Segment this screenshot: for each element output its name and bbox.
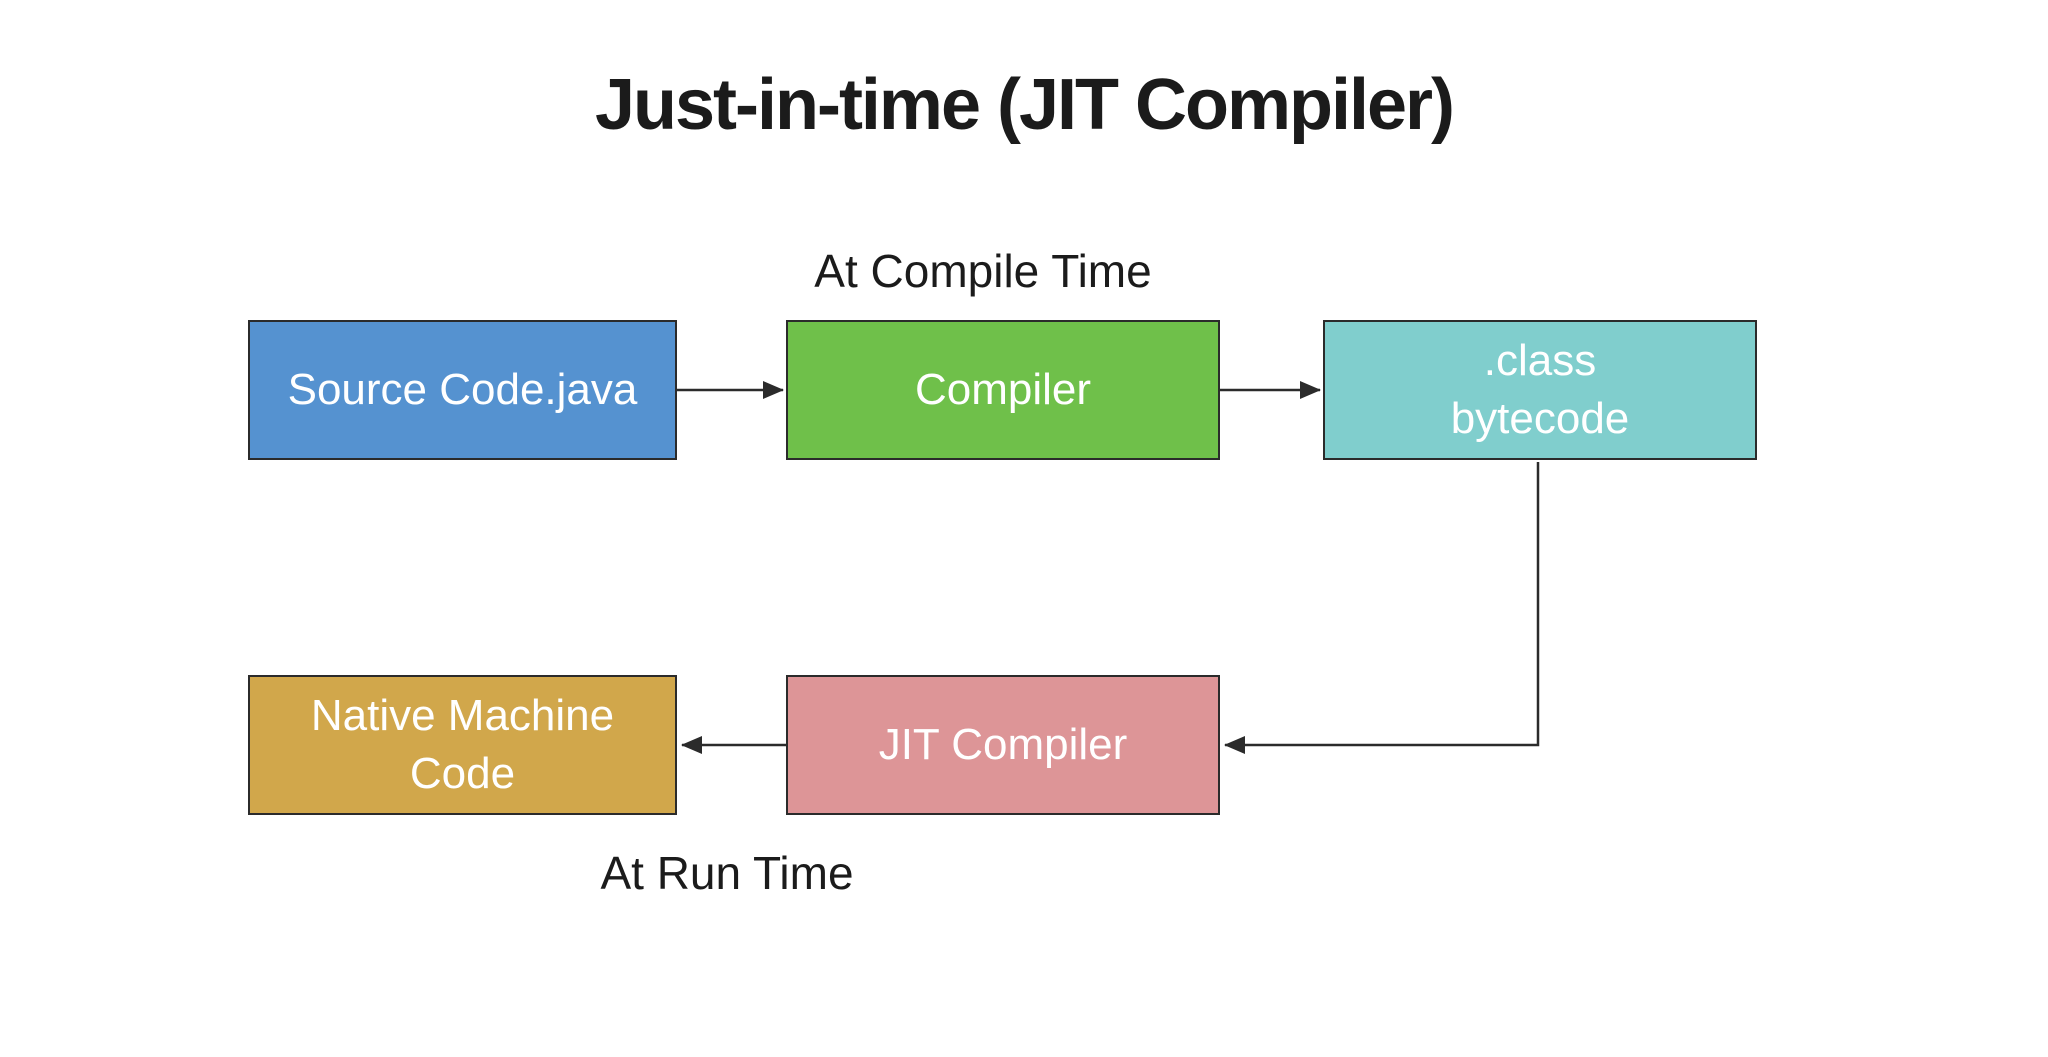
node-compiler: Compiler (786, 320, 1220, 460)
node-native-machine-code-label-line2: Code (409, 749, 516, 798)
compile-time-label: At Compile Time (814, 245, 1152, 297)
node-jit-compiler: JIT Compiler (786, 675, 1220, 815)
run-time-label: At Run Time (600, 847, 854, 899)
arrow-bytecode-to-jit (1224, 462, 1540, 754)
node-class-bytecode-label-line2: bytecode (1450, 394, 1630, 443)
node-source-code: Source Code.java (248, 320, 677, 460)
node-compiler-label: Compiler (914, 364, 1092, 414)
node-source-code-label: Source Code.java (287, 364, 638, 414)
node-jit-compiler-label: JIT Compiler (878, 719, 1128, 769)
node-class-bytecode: .class bytecode (1323, 320, 1757, 460)
node-class-bytecode-label-line1: .class (1483, 335, 1597, 385)
node-native-machine-code: Native Machine Code (248, 675, 677, 815)
diagram-title: Just-in-time (JIT Compiler) (594, 65, 1455, 145)
node-native-machine-code-label-line1: Native Machine (310, 690, 615, 740)
